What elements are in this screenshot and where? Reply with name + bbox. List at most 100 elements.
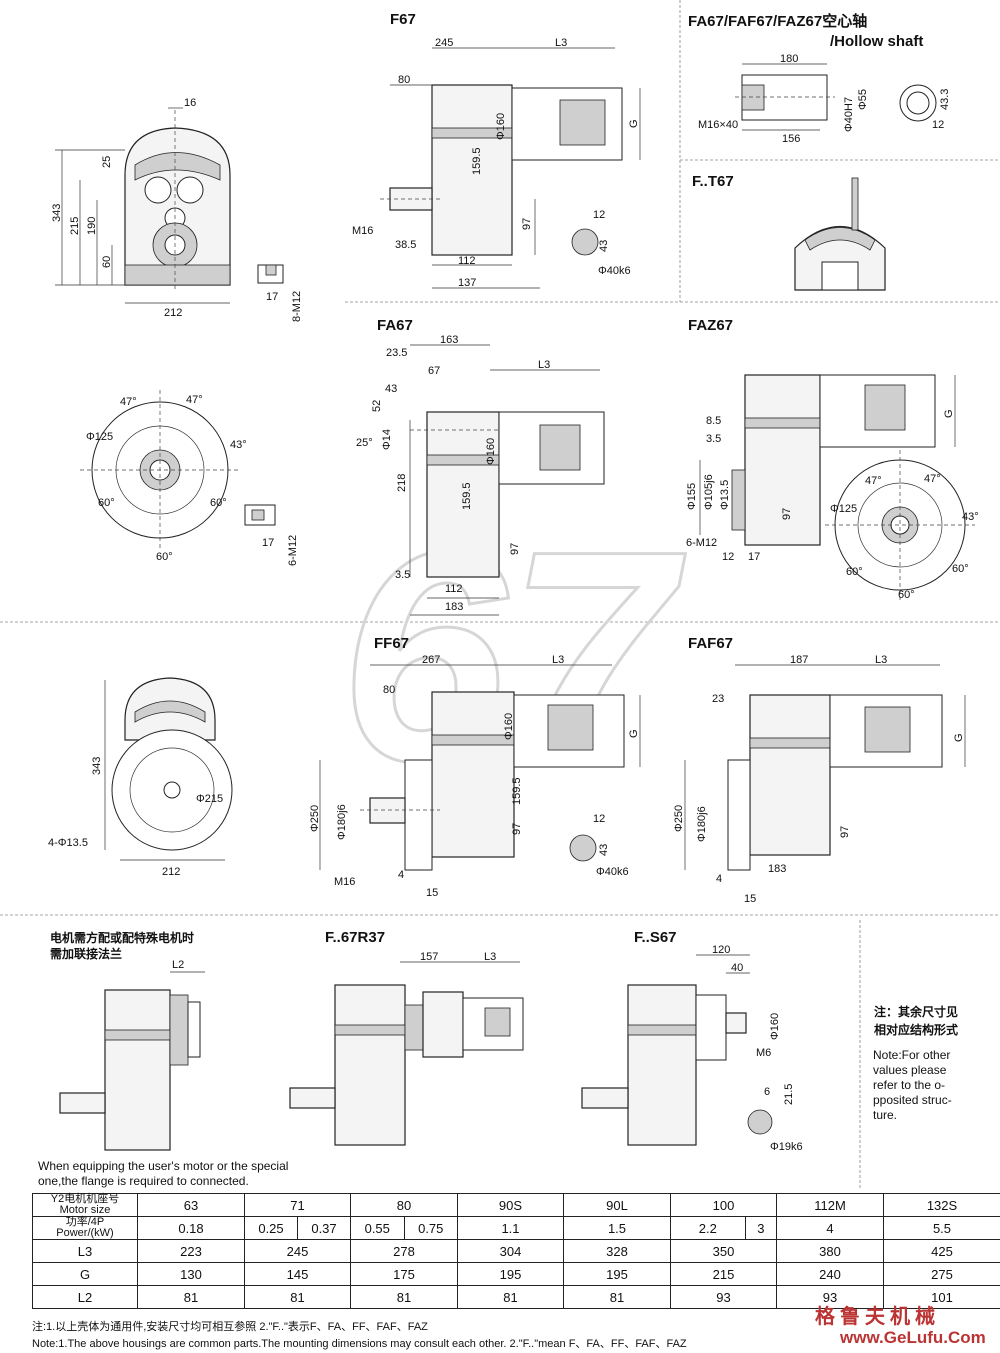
faz-dim-phi105j6: Φ105j6 xyxy=(703,474,715,510)
motor-size-cell: 90S xyxy=(457,1193,564,1217)
fa67-dim-183: 183 xyxy=(445,601,463,613)
fa67-dim-23-5: 23.5 xyxy=(386,347,407,359)
fa67-dim-l3: L3 xyxy=(538,359,550,371)
fa67-dim-218: 218 xyxy=(396,474,408,492)
faz-dim-12: 12 xyxy=(722,551,734,563)
fa67-dim-phi14: Φ14 xyxy=(381,429,393,450)
power-cell: 1.1 xyxy=(457,1216,564,1240)
motor-size-cell: 90L xyxy=(563,1193,671,1217)
faz-flange-60b: 60° xyxy=(952,563,969,575)
fr37-drawing xyxy=(289,961,524,1146)
fa67-dim-phi160: Φ160 xyxy=(485,438,497,465)
f67-dim-g: G xyxy=(628,119,640,128)
power-cell: 4 xyxy=(776,1216,884,1240)
faz-flange-47b: 47° xyxy=(924,473,941,485)
fa67-dim-52: 52 xyxy=(371,400,383,412)
g-cell: 275 xyxy=(883,1262,1000,1286)
title-ff67: FF67 xyxy=(374,635,409,652)
g-cell: 195 xyxy=(563,1262,671,1286)
title-fa67: FA67 xyxy=(377,317,413,334)
faf67-dim-g: G xyxy=(953,733,965,742)
fa67-drawing xyxy=(409,344,605,616)
title-fr37: F..67R37 xyxy=(325,929,385,946)
fa67-dim-159-5: 159.5 xyxy=(461,482,473,510)
fa67-dim-112: 112 xyxy=(445,583,463,595)
faf67-dim-4: 4 xyxy=(716,873,722,885)
adapter-title-2: 需加联接法兰 xyxy=(50,946,122,961)
faz-dim-17: 17 xyxy=(748,551,760,563)
faf67-dim-97: 97 xyxy=(839,826,851,838)
brand-watermark-cn: 格鲁夫机械 xyxy=(815,1306,940,1328)
faf67-dim-l3: L3 xyxy=(875,654,887,666)
faf67-dim-23: 23 xyxy=(712,693,724,705)
g-cell: 240 xyxy=(776,1262,884,1286)
hollow-shaft-drawing xyxy=(735,63,937,131)
ff67-key-43: 43 xyxy=(598,844,610,856)
title-faf67: FAF67 xyxy=(688,635,733,652)
fa-flange-43: 43° xyxy=(230,439,247,451)
ff67-dim-97: 97 xyxy=(511,823,523,835)
ft67-drawing xyxy=(794,177,886,291)
faf67-dim-187: 187 xyxy=(790,654,808,666)
note-en-4: pposited struc- xyxy=(873,1093,952,1107)
title-hollow-shaft-en: /Hollow shaft xyxy=(830,33,923,50)
l3-cell: 278 xyxy=(350,1239,458,1263)
fs67-drawing xyxy=(581,954,773,1146)
fa67-dim-43: 43 xyxy=(385,383,397,395)
ff-front-212: 212 xyxy=(162,866,180,878)
power-cell: 1.5 xyxy=(563,1216,671,1240)
l3-cell: 223 xyxy=(137,1239,245,1263)
hollow-dim-180: 180 xyxy=(780,53,798,65)
l2-cell: 101 xyxy=(883,1285,1000,1309)
ff67-dim-15: 15 xyxy=(426,887,438,899)
faz-dim-3-5: 3.5 xyxy=(706,433,721,445)
fa67-dim-67: 67 xyxy=(428,365,440,377)
g-cell: 130 xyxy=(137,1262,245,1286)
front-dim-343: 343 xyxy=(51,204,63,222)
fs67-dim-21-5: 21.5 xyxy=(783,1084,795,1105)
fr37-dim-157: 157 xyxy=(420,951,438,963)
note-cn-2: 相对应结构形式 xyxy=(874,1022,958,1037)
power-cell: 0.18 xyxy=(137,1216,245,1240)
hollow-dim-12: 12 xyxy=(932,119,944,131)
note-en-3: refer to the o- xyxy=(873,1078,945,1092)
f67-dim-245: 245 xyxy=(435,37,453,49)
hollow-dim-phi55: Φ55 xyxy=(857,89,869,110)
fr37-dim-l3: L3 xyxy=(484,951,496,963)
title-f67: F67 xyxy=(390,11,416,28)
faz67-drawing xyxy=(699,374,975,600)
hollow-dim-43-3: 43.3 xyxy=(939,89,951,110)
adapter-title-1: 电机需方配或配特殊电机时 xyxy=(50,930,194,945)
ff-front-phi215: Φ215 xyxy=(196,793,223,805)
faz-flange-60c: 60° xyxy=(898,589,915,601)
power-cell: 5.5 xyxy=(883,1216,1000,1240)
f67-key-phi40k6: Φ40k6 xyxy=(598,265,631,277)
ff67-dim-4: 4 xyxy=(398,869,404,881)
faz-dim-phi155: Φ155 xyxy=(686,483,698,510)
watermark-67: 67 xyxy=(340,488,690,824)
faz-dim-g: G xyxy=(943,409,955,418)
l3-cell: 350 xyxy=(670,1239,777,1263)
f67-dim-38-5: 38.5 xyxy=(395,239,416,251)
f67-drawing xyxy=(380,47,641,289)
faz-dim-phi13-5: Φ13.5 xyxy=(719,480,731,510)
fs67-dim-120: 120 xyxy=(712,944,730,956)
l2-cell: 81 xyxy=(457,1285,564,1309)
front-view xyxy=(55,107,284,304)
f67-dim-112: 112 xyxy=(458,255,476,267)
adapter-dim-l2: L2 xyxy=(172,959,184,971)
title-hollow-shaft: FA67/FAF67/FAZ67空心轴 xyxy=(688,12,867,30)
ff67-dim-l3: L3 xyxy=(552,654,564,666)
f67-dim-m16: M16 xyxy=(352,225,373,237)
brand-watermark-url: www.GeLufu.Com xyxy=(840,1328,986,1347)
f67-dim-phi160: Φ160 xyxy=(495,113,507,140)
f67-dim-80: 80 xyxy=(398,74,410,86)
ff67-dim-m16: M16 xyxy=(334,876,355,888)
g-cell: 215 xyxy=(670,1262,777,1286)
faz-dim-6-m12: 6-M12 xyxy=(686,537,717,549)
front-dim-60: 60 xyxy=(101,256,113,268)
